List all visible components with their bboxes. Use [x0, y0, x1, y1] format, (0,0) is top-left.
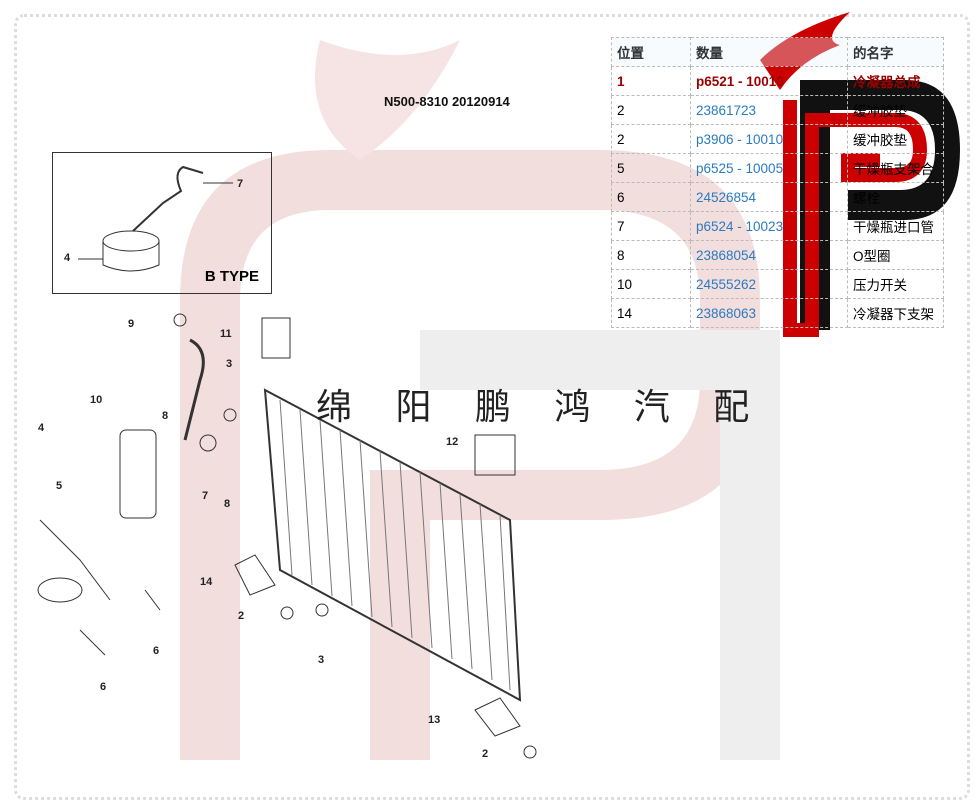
- callout-6: 6: [153, 645, 160, 657]
- callout-2: 2: [238, 610, 245, 622]
- table-header-row: 位置 数量 的名字: [611, 37, 944, 67]
- position-cell: 5: [611, 153, 691, 183]
- callout-4b: 4: [38, 422, 45, 434]
- header-name: 的名字: [847, 37, 944, 67]
- part-name-cell: 压力开关: [847, 269, 944, 299]
- callout-13: 13: [428, 714, 441, 726]
- shop-watermark-text: 绵 阳 鹏 鸿 汽 配: [316, 387, 766, 428]
- part-number-link[interactable]: p6524 - 10023: [690, 211, 848, 241]
- callout-14: 14: [200, 576, 213, 588]
- callout-4: 4: [64, 252, 71, 264]
- callout-7: 7: [237, 178, 244, 190]
- header-part-number: 数量: [690, 37, 848, 67]
- part-name-cell: 缓冲胶垫: [847, 95, 944, 125]
- callout-2b: 2: [482, 748, 489, 760]
- b-type-label: B TYPE: [204, 268, 259, 285]
- position-cell: 7: [611, 211, 691, 241]
- part-name-cell: 干燥瓶支架合: [847, 153, 944, 183]
- part-name-cell: 冷凝器总成: [847, 66, 944, 96]
- part-number-link[interactable]: p3906 - 10010: [690, 124, 848, 154]
- part-number-link[interactable]: 24555262: [690, 269, 848, 299]
- position-cell: 14: [611, 298, 691, 328]
- part-number-link[interactable]: 24526854: [690, 182, 848, 212]
- position-cell: 10: [611, 269, 691, 299]
- callout-6b: 6: [100, 681, 107, 693]
- position-cell: 8: [611, 240, 691, 270]
- callout-10: 10: [90, 394, 103, 406]
- part-name-cell: O型圈: [847, 240, 944, 270]
- part-number-link[interactable]: p6525 - 10005: [690, 153, 848, 183]
- callout-8: 8: [162, 410, 169, 422]
- callout-9: 9: [128, 318, 135, 330]
- callout-11: 11: [220, 328, 232, 340]
- callout-3: 3: [226, 358, 233, 370]
- position-cell: 2: [611, 95, 691, 125]
- callout-7b: 7: [202, 490, 209, 502]
- callout-12: 12: [446, 436, 459, 448]
- part-name-cell: 螺栓: [847, 182, 944, 212]
- part-number-link[interactable]: p6521 - 10010: [690, 66, 848, 96]
- part-name-cell: 干燥瓶进口管: [847, 211, 944, 241]
- position-cell: 2: [611, 124, 691, 154]
- part-name-cell: 冷凝器下支架: [847, 298, 944, 328]
- b-type-inset: B TYPE: [52, 152, 272, 294]
- part-number-link[interactable]: 23861723: [690, 95, 848, 125]
- frame-border: [14, 14, 970, 800]
- header-position: 位置: [611, 37, 691, 67]
- callout-3b: 3: [318, 654, 325, 666]
- position-cell: 1: [611, 66, 691, 96]
- position-cell: 6: [611, 182, 691, 212]
- diagram-title: N500-8310 20120914: [384, 94, 510, 109]
- callout-5: 5: [56, 480, 63, 492]
- part-number-link[interactable]: 23868063: [690, 298, 848, 328]
- part-name-cell: 缓冲胶垫: [847, 124, 944, 154]
- part-number-link[interactable]: 23868054: [690, 240, 848, 270]
- callout-8b: 8: [224, 498, 231, 510]
